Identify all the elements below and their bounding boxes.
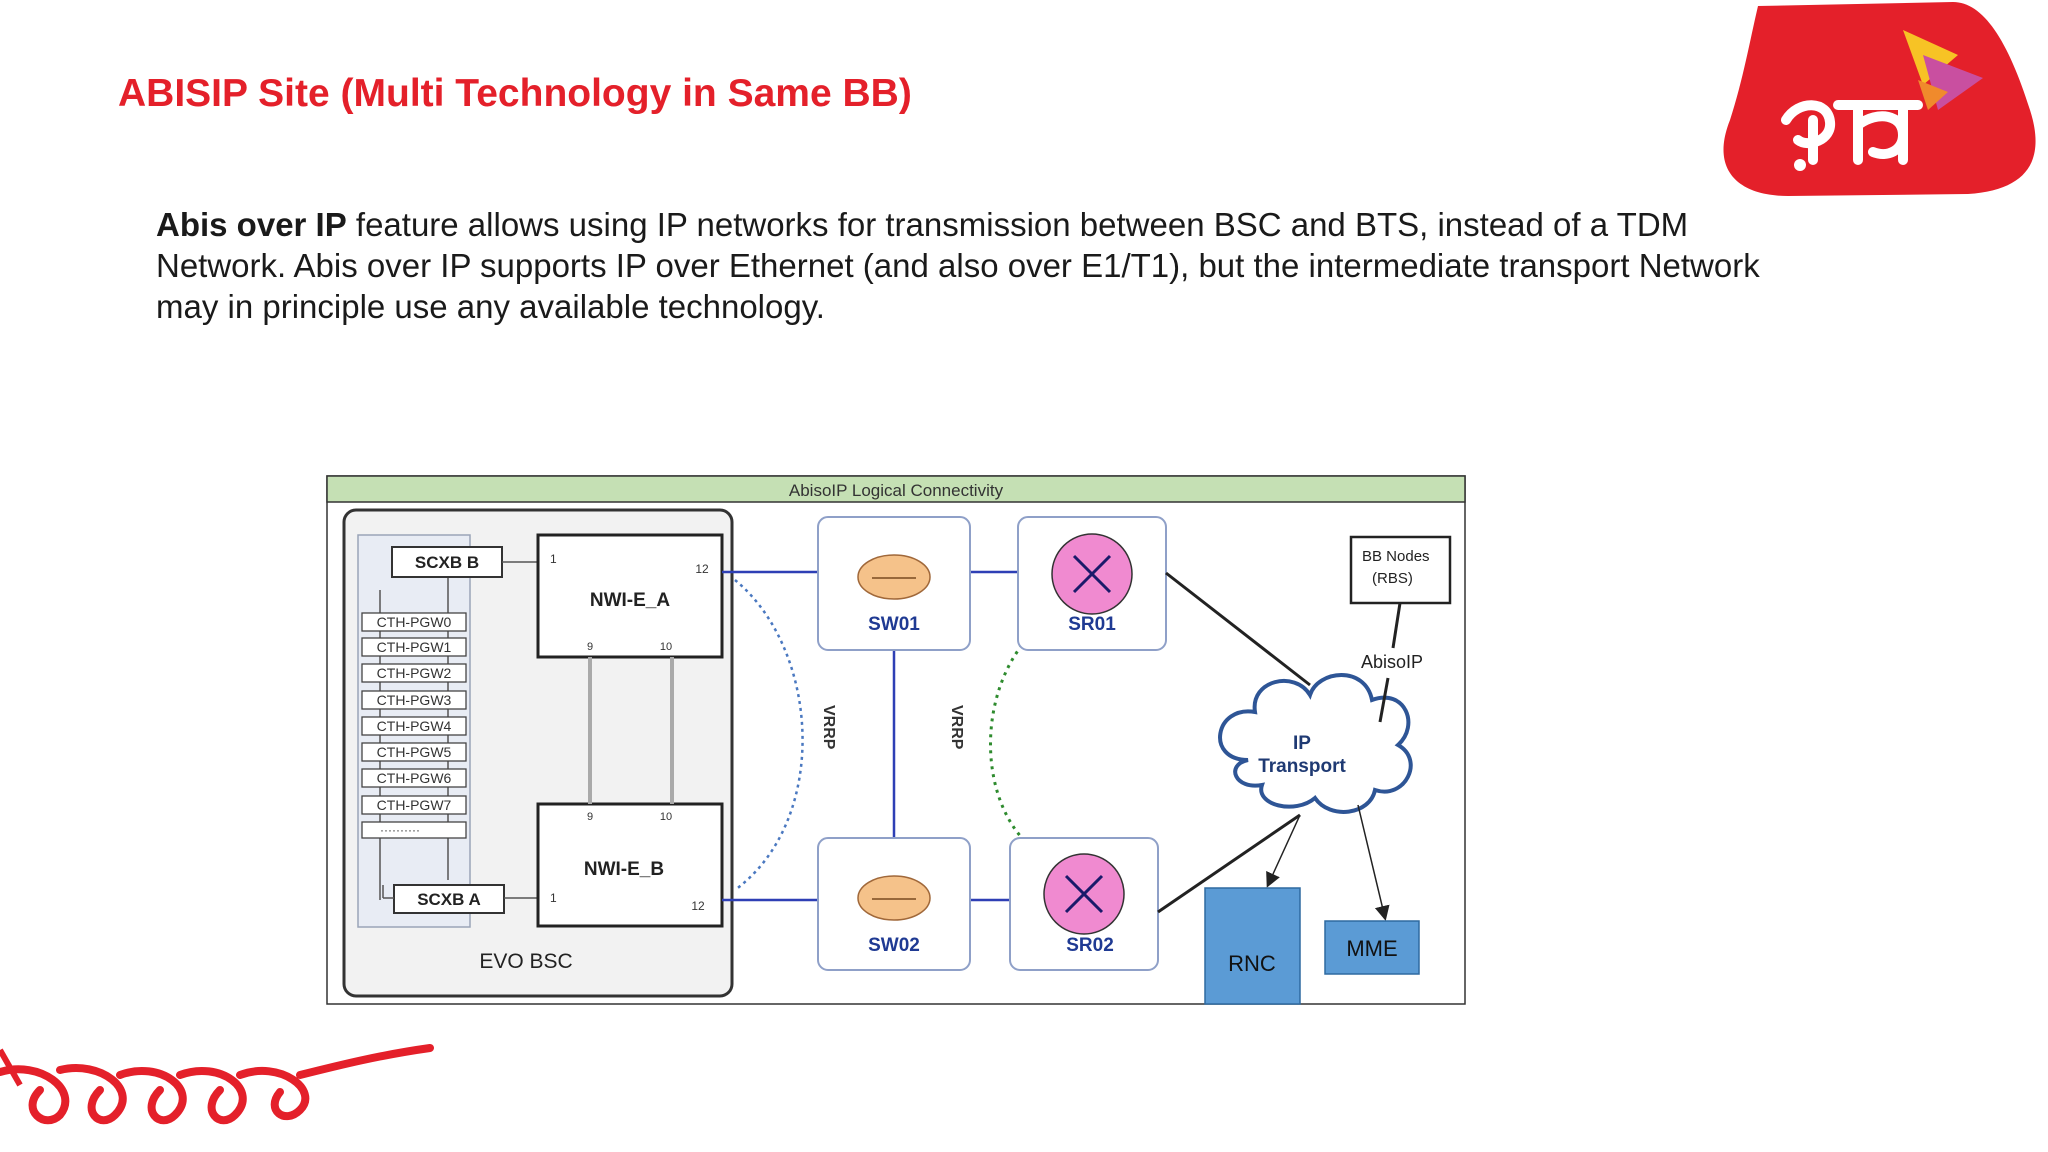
sr01-arrows xyxy=(1072,554,1112,594)
mme-box xyxy=(1324,920,1420,975)
nwi-b-port-1: 1 xyxy=(550,891,557,905)
sw01-label: SW01 xyxy=(868,614,920,635)
pgw-board-4: CTH-PGW4 xyxy=(377,718,452,734)
vrrp-right-label: VRRP xyxy=(948,705,965,750)
ip-transport-line1: IP xyxy=(1293,733,1311,754)
sw02-label: SW02 xyxy=(868,935,920,956)
sr02-transport-link xyxy=(1157,813,1301,914)
nwi-a-port-10: 10 xyxy=(660,641,672,653)
evo-bsc-label: EVO BSC xyxy=(479,950,572,973)
description-text: feature allows using IP networks for tra… xyxy=(156,206,1760,325)
scxb-b-label: SCXB B xyxy=(415,553,479,572)
bb-nodes-box xyxy=(1349,535,1452,605)
robi-logo-icon xyxy=(1723,2,2036,196)
diagram-header: AbisoIP Logical Connectivity xyxy=(789,481,1004,500)
bangla-script-decoration-icon xyxy=(0,1044,434,1125)
nwi-b-port-12: 12 xyxy=(691,899,705,913)
pgw-boards: CTH-PGW0 CTH-PGW1 CTH-PGW2 CTH-PGW3 CTH-… xyxy=(361,612,467,839)
sw01-switch-icon xyxy=(857,554,931,600)
ip-transport-cloud xyxy=(1218,673,1413,814)
pgw-board-2: CTH-PGW2 xyxy=(377,665,452,681)
description-bold: Abis over IP xyxy=(156,206,347,243)
arrow-to-mme xyxy=(1357,804,1390,921)
pgw-board-0: CTH-PGW0 xyxy=(377,614,452,630)
scxb-a-box xyxy=(393,884,505,914)
sw02-switch-icon xyxy=(857,875,931,921)
vrrp-arc-right xyxy=(989,644,1024,839)
bb-nodes-line2: (RBS) xyxy=(1372,570,1413,587)
sr01-transport-link xyxy=(1165,571,1311,687)
rnc-label: RNC xyxy=(1228,951,1276,976)
nwi-e-a-label: NWI-E_A xyxy=(590,590,671,611)
scxb-a-label: SCXB A xyxy=(417,890,481,909)
nwi-a-port-1: 1 xyxy=(550,552,557,566)
vrrp-left-label: VRRP xyxy=(820,705,837,750)
nwi-a-port-9: 9 xyxy=(587,641,593,653)
slide-title: ABISIP Site (Multi Technology in Same BB… xyxy=(118,72,912,115)
pgw-board-5: CTH-PGW5 xyxy=(377,744,452,760)
pgw-board-6: CTH-PGW6 xyxy=(377,770,452,786)
pgw-more: ·········· xyxy=(380,823,420,837)
vrrp-arc-left xyxy=(734,579,804,892)
arrow-to-rnc xyxy=(1266,814,1301,888)
ip-transport-line2: Transport xyxy=(1258,756,1346,777)
nwi-e-b-box xyxy=(536,802,724,928)
abisoip-label: AbisoIP xyxy=(1361,652,1423,672)
rnc-box xyxy=(1204,887,1301,1005)
nwi-e-a-box xyxy=(536,533,724,659)
nwi-e-b-label: NWI-E_B xyxy=(584,859,664,880)
diagram-header-bar xyxy=(326,475,1466,503)
mme-label: MME xyxy=(1346,936,1397,961)
bb-nodes-line1: BB Nodes xyxy=(1362,548,1430,565)
sr01-label: SR01 xyxy=(1068,614,1116,635)
blue-links xyxy=(722,570,1018,902)
nwi-a-port-12: 12 xyxy=(695,562,709,576)
nwi-b-port-10: 10 xyxy=(660,811,672,823)
sr02-arrows xyxy=(1064,874,1104,914)
pgw-board-1: CTH-PGW1 xyxy=(377,639,452,655)
nwi-b-port-9: 9 xyxy=(587,811,593,823)
slide-description: Abis over IP feature allows using IP net… xyxy=(156,204,1796,327)
sr02-label: SR02 xyxy=(1066,935,1114,956)
pgw-board-7: CTH-PGW7 xyxy=(377,797,452,813)
pgw-board-3: CTH-PGW3 xyxy=(377,692,452,708)
